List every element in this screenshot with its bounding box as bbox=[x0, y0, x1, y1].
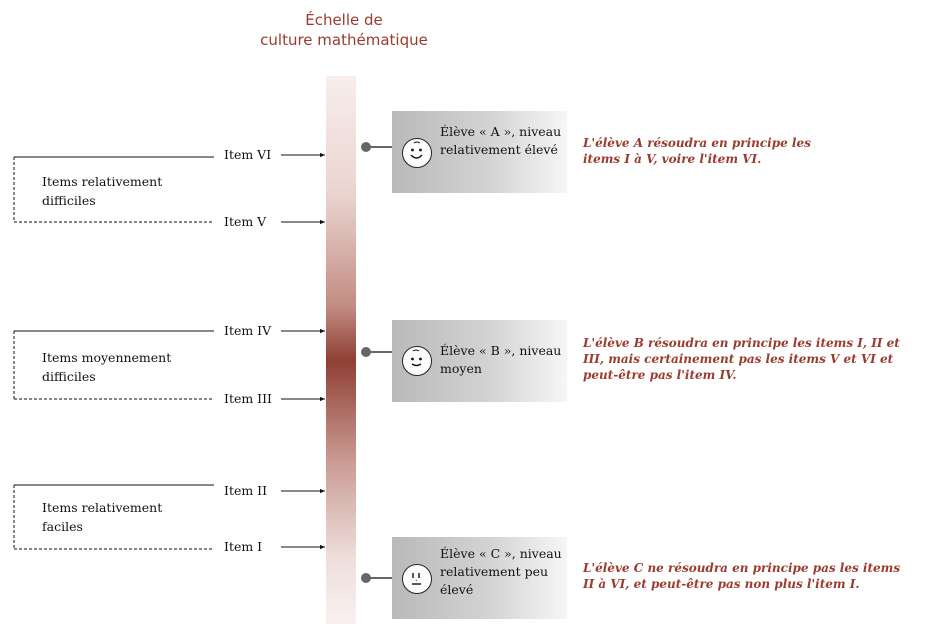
bracket-easy bbox=[13, 484, 214, 550]
worried-face-icon bbox=[402, 564, 432, 594]
student-a-description: L'élève A résoudra en principe les items… bbox=[583, 136, 811, 166]
item-i-label: Item I bbox=[224, 539, 263, 554]
item-v-label: Item V bbox=[224, 214, 267, 229]
student-a-box: Élève « A », niveau relativement élevé bbox=[392, 111, 567, 193]
scale-title-line2: culture mathématique bbox=[260, 31, 428, 49]
group-label-medium: Items moyennement difficiles bbox=[42, 350, 172, 384]
happy-face-icon bbox=[402, 138, 432, 168]
bracket-medium bbox=[13, 330, 214, 400]
group-label-difficult: Items relativement difficiles bbox=[42, 174, 163, 208]
item-iii-label: Item III bbox=[224, 391, 272, 406]
scale-axis bbox=[326, 76, 356, 624]
student-c-label: Élève « C », niveau relativement peu éle… bbox=[440, 546, 562, 597]
student-b-box: Élève « B », niveau moyen bbox=[392, 320, 567, 402]
scale-title: Échelle de culture mathématique bbox=[244, 10, 444, 50]
connector-student-a bbox=[361, 142, 392, 152]
student-b-label: Élève « B », niveau moyen bbox=[440, 343, 562, 376]
item-ii-label: Item II bbox=[224, 483, 268, 498]
neutral-smile-face-icon bbox=[402, 346, 432, 376]
connector-student-c bbox=[361, 573, 392, 583]
connector-student-b bbox=[361, 347, 392, 357]
bracket-difficult bbox=[13, 156, 214, 223]
group-label-easy: Items relativement faciles bbox=[42, 500, 163, 534]
item-vi-label: Item VI bbox=[224, 147, 272, 162]
student-c-description: L'élève C ne résoudra en principe pas le… bbox=[583, 561, 901, 591]
item-iv-label: Item IV bbox=[224, 323, 272, 338]
student-c-box: Élève « C », niveau relativement peu éle… bbox=[392, 537, 567, 619]
scale-title-line1: Échelle de bbox=[305, 11, 383, 29]
student-b-description: L'élève B résoudra en principe les items… bbox=[583, 336, 900, 382]
student-a-label: Élève « A », niveau relativement élevé bbox=[440, 124, 562, 157]
